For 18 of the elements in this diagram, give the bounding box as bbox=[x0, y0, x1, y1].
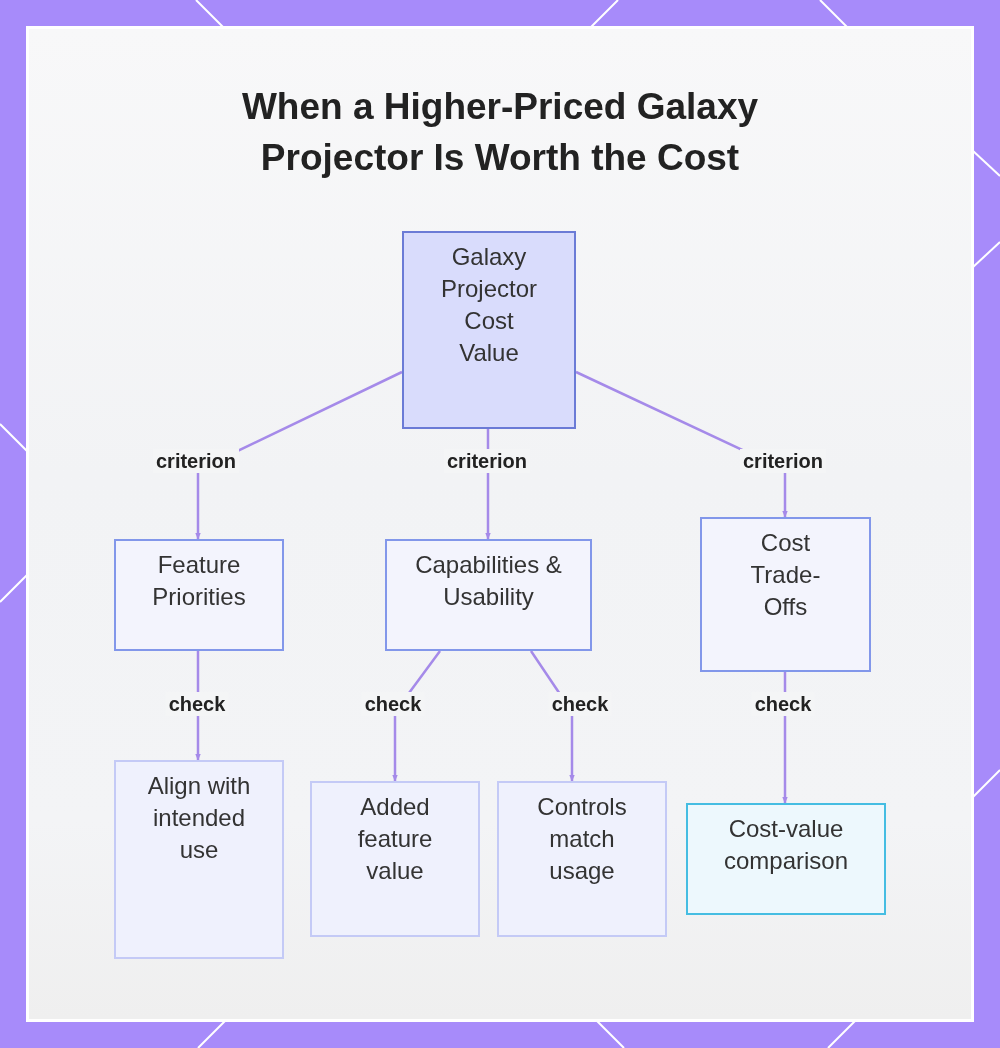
node-label: Controls match usage bbox=[536, 792, 628, 886]
process-box bbox=[686, 803, 886, 915]
edge-label: criterion bbox=[153, 449, 239, 473]
node-label: Galaxy Projector Cost Value bbox=[439, 242, 538, 368]
process-box bbox=[402, 231, 576, 429]
node-label: Align with intended use bbox=[146, 771, 252, 865]
node-label: Added feature value bbox=[356, 792, 434, 886]
process-box bbox=[310, 781, 480, 937]
node-label: Feature Priorities bbox=[151, 550, 247, 612]
node-label: Cost-value comparison bbox=[722, 814, 850, 876]
process-box bbox=[497, 781, 667, 937]
node-label: Capabilities & Usability bbox=[414, 550, 563, 612]
process-box bbox=[700, 517, 871, 672]
process-box bbox=[114, 539, 284, 651]
process-box bbox=[385, 539, 592, 651]
node-label: Cost Trade-Offs bbox=[749, 528, 822, 622]
title: When a Higher-Priced Galaxy Projector Is Worth the Cost bbox=[240, 85, 760, 180]
process-box bbox=[114, 760, 284, 959]
